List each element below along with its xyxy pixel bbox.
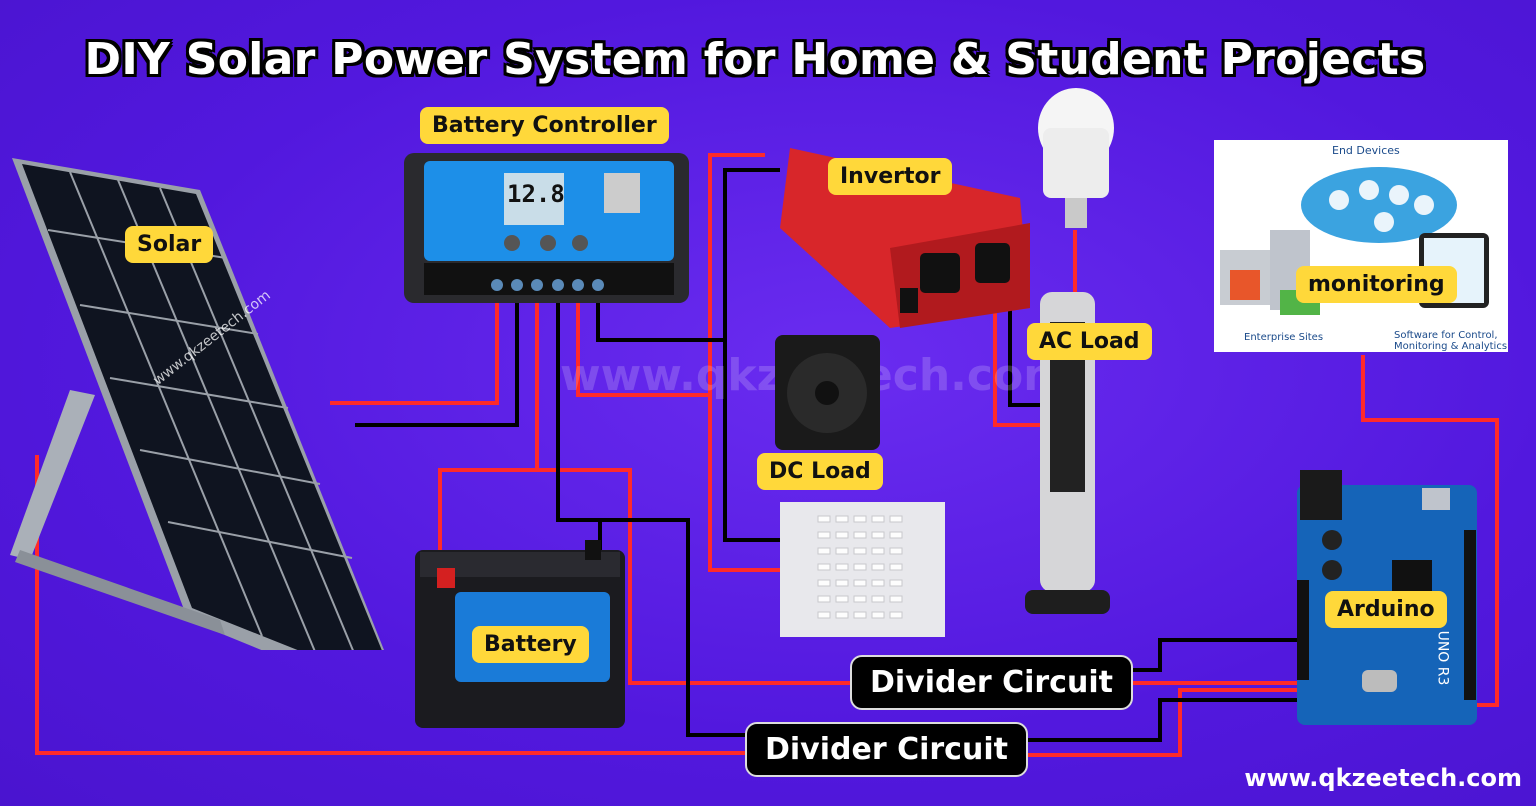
enterprise-buildings-icon bbox=[1220, 230, 1320, 315]
divider-circuit-1: Divider Circuit bbox=[850, 655, 1133, 710]
cloud-network-icon bbox=[1301, 167, 1457, 243]
site-watermark: www.qkzeetech.com bbox=[1244, 764, 1522, 792]
label-ac-load: AC Load bbox=[1027, 323, 1152, 360]
diagram-title: DIY Solar Power System for Home & Studen… bbox=[84, 34, 1426, 85]
software-text: Software for Control, bbox=[1394, 330, 1498, 341]
end-devices-text: End Devices bbox=[1332, 144, 1400, 157]
label-invertor: Invertor bbox=[828, 158, 953, 195]
controller-display: 12.8 bbox=[507, 180, 565, 208]
label-solar: Solar bbox=[125, 226, 214, 263]
arduino-board-text: UNO R3 bbox=[1434, 630, 1451, 686]
monitoring-card: End Devices Enterprise Sites Software fo… bbox=[1214, 140, 1508, 352]
label-dc-load: DC Load bbox=[757, 453, 883, 490]
label-arduino: Arduino bbox=[1325, 591, 1447, 628]
label-battery: Battery bbox=[472, 626, 589, 663]
battery-controller-icon bbox=[404, 153, 689, 303]
label-monitoring: monitoring bbox=[1296, 266, 1457, 303]
bulb-icon bbox=[1038, 88, 1114, 228]
enterprise-sites-text: Enterprise Sites bbox=[1244, 332, 1324, 343]
software-text-2: Monitoring & Analytics bbox=[1394, 341, 1508, 352]
dc-fan-icon bbox=[775, 335, 880, 450]
solar-panel-icon bbox=[10, 158, 384, 650]
divider-circuit-2: Divider Circuit bbox=[745, 722, 1028, 777]
led-panel-icon bbox=[780, 502, 945, 637]
label-battery-controller: Battery Controller bbox=[420, 107, 669, 144]
